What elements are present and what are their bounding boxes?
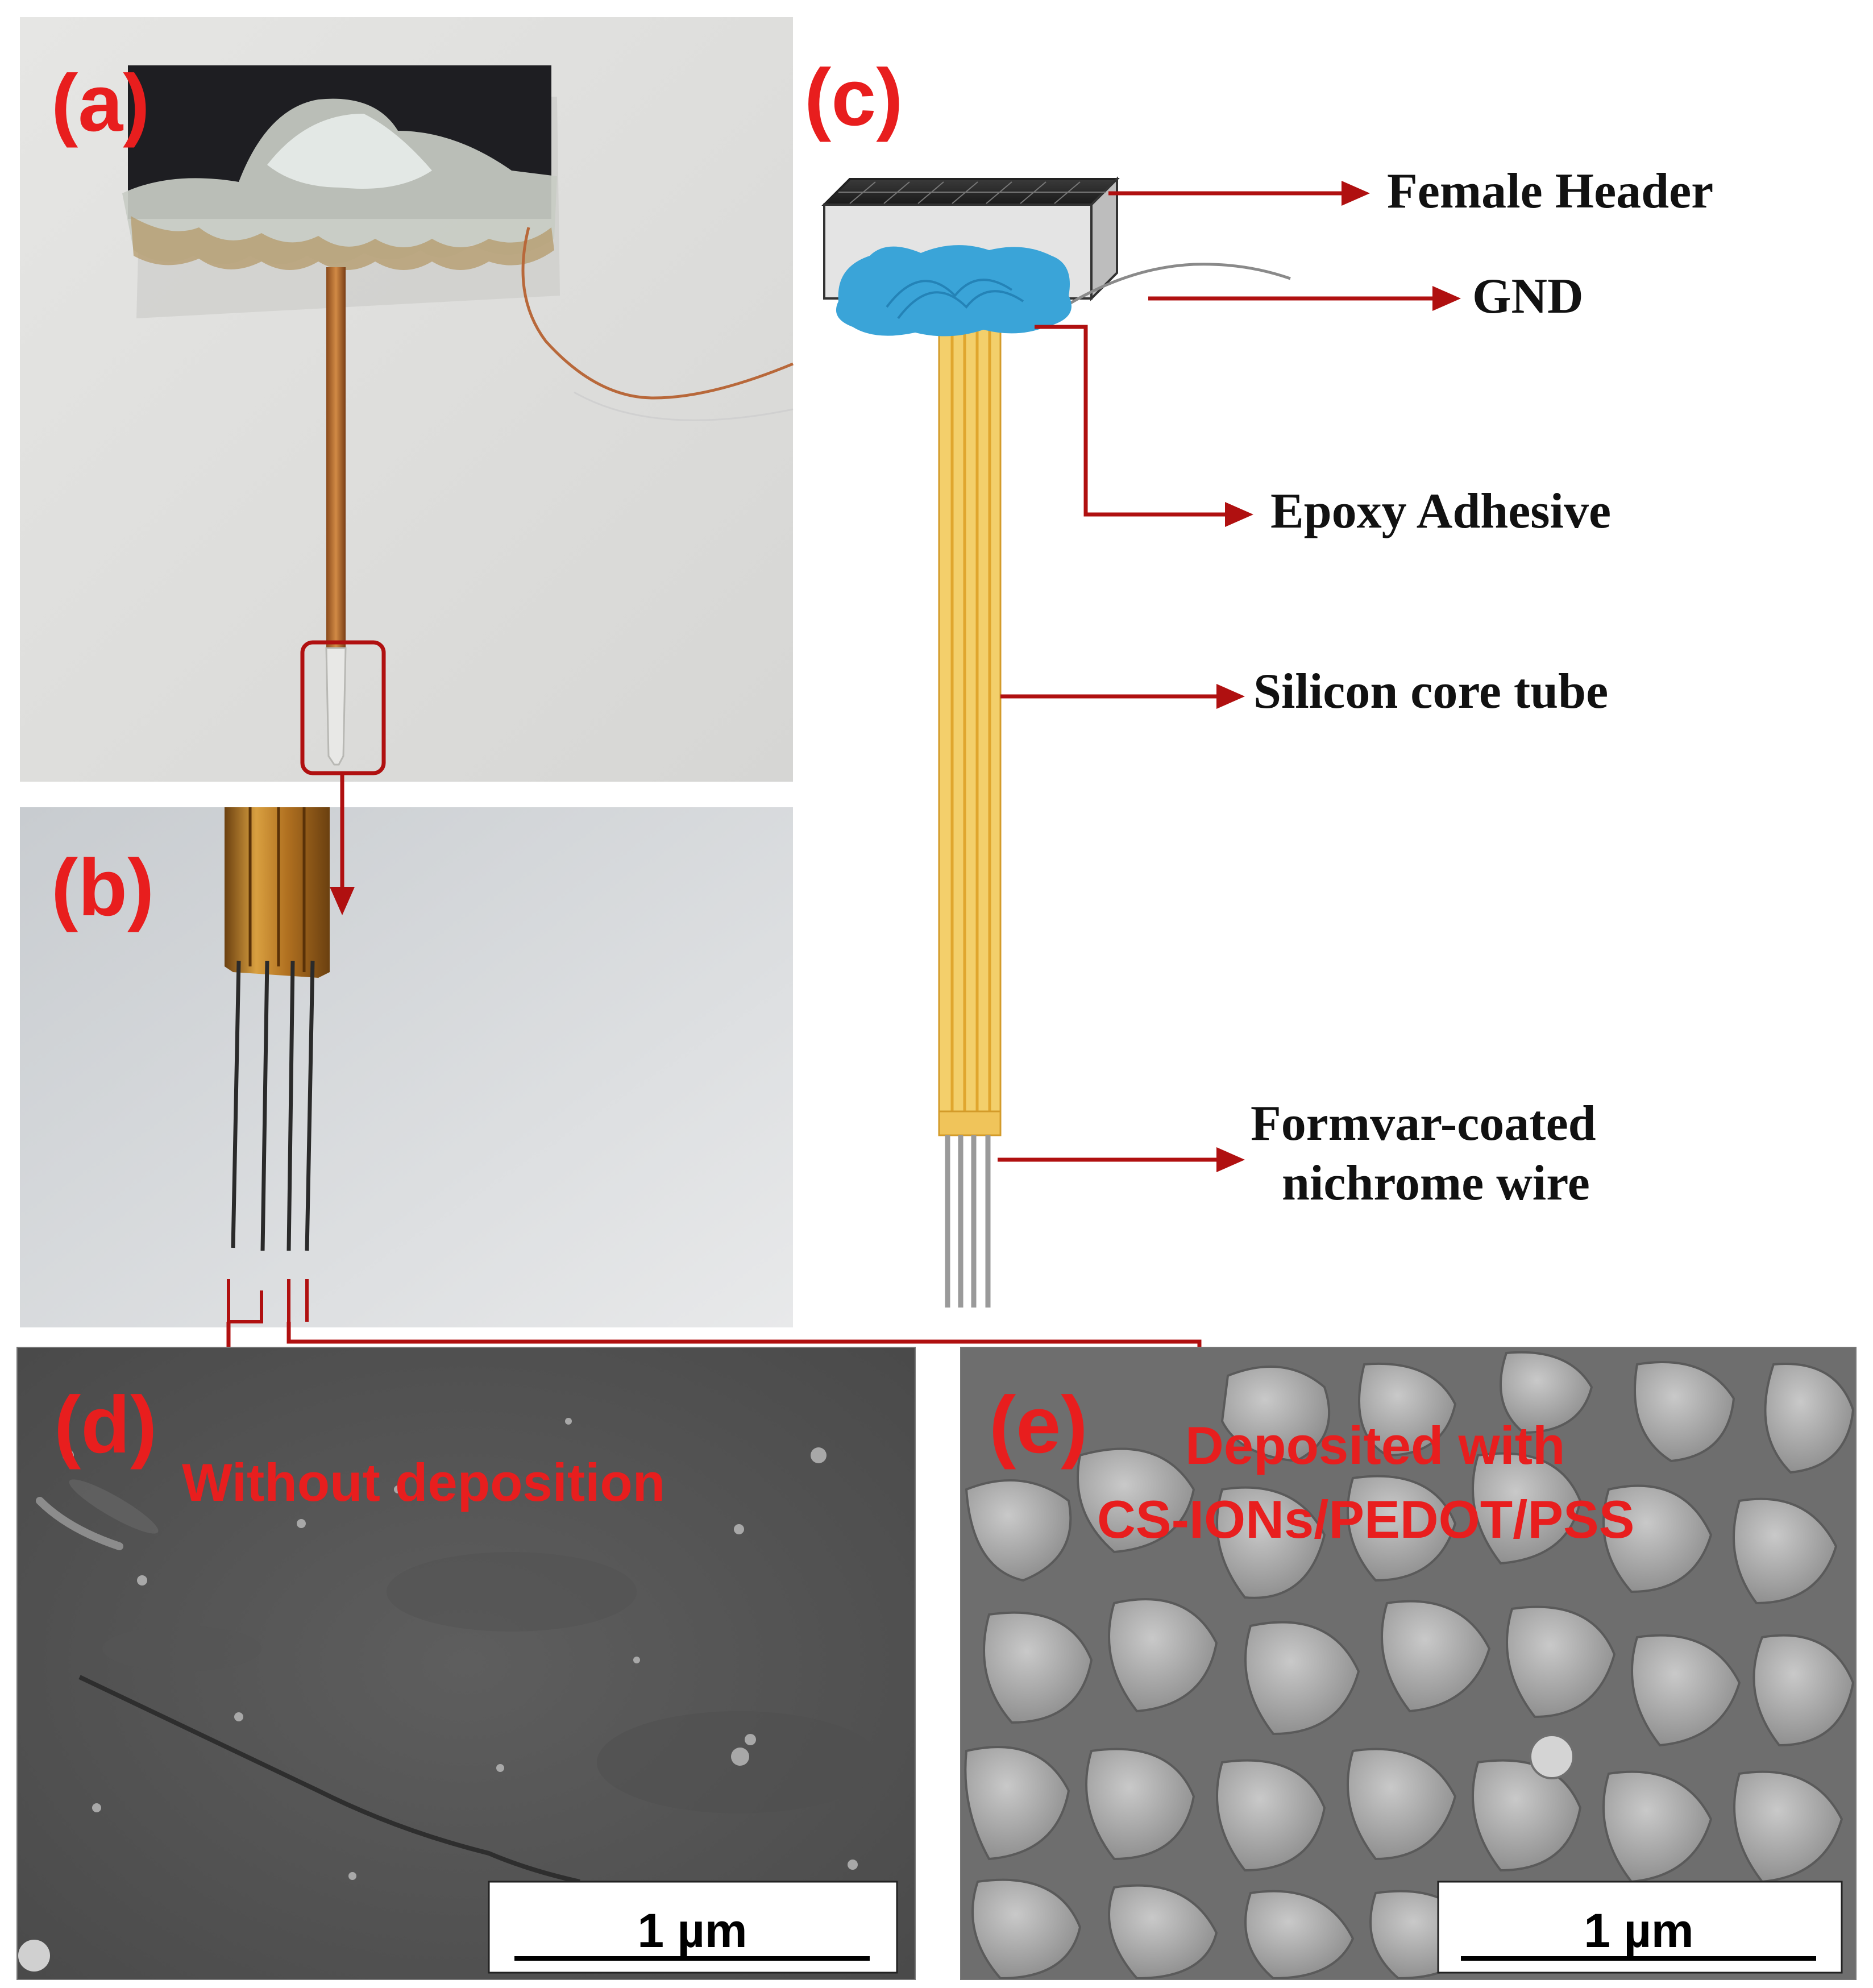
scale-bar-d: 1 µm: [488, 1881, 898, 1974]
nichrome-wire-schematic: [945, 1135, 991, 1308]
copper-tube-photo: [326, 267, 346, 648]
panel-label-e: (e): [989, 1380, 1088, 1470]
gnd-wire-photo: [521, 227, 794, 400]
panel-label-a: (a): [51, 58, 150, 148]
scale-bar-d-label: 1 µm: [637, 1904, 747, 1957]
callout-wire-line2: nichrome wire: [1282, 1156, 1590, 1211]
scale-bar-e-label: 1 µm: [1584, 1904, 1693, 1957]
panel-b-photo: [20, 807, 793, 1327]
caption-d: Without deposition: [182, 1452, 665, 1512]
callout-wire-line1: Formvar-coated: [1251, 1096, 1596, 1151]
panel-a-photo: [20, 17, 794, 782]
scale-bar-e: 1 µm: [1437, 1881, 1843, 1974]
caption-e-line2: CS-IONs/PEDOT/PSS: [1097, 1489, 1634, 1549]
caption-e-line1: Deposited with: [1185, 1416, 1565, 1475]
callout-epoxy: Epoxy Adhesive: [1270, 484, 1611, 539]
callout-gnd: GND: [1472, 269, 1584, 324]
panel-c-schematic: Female Header GND Epoxy Adhesive Silicon…: [821, 164, 1713, 1308]
panel-label-c: (c): [804, 52, 903, 143]
nichrome-wires-photo: [231, 960, 315, 1251]
panel-label-d: (d): [54, 1380, 157, 1470]
epoxy-adhesive-schematic: [836, 245, 1072, 337]
silicon-core-tube: [938, 317, 1002, 1136]
callout-female-header: Female Header: [1387, 164, 1713, 219]
panel-label-b: (b): [51, 842, 154, 933]
callout-arrows: [998, 191, 1438, 1162]
panel-e-sem: [961, 1347, 1856, 1979]
callout-silicon-tube: Silicon core tube: [1253, 664, 1608, 719]
panel-d-sem: [17, 1347, 915, 1979]
